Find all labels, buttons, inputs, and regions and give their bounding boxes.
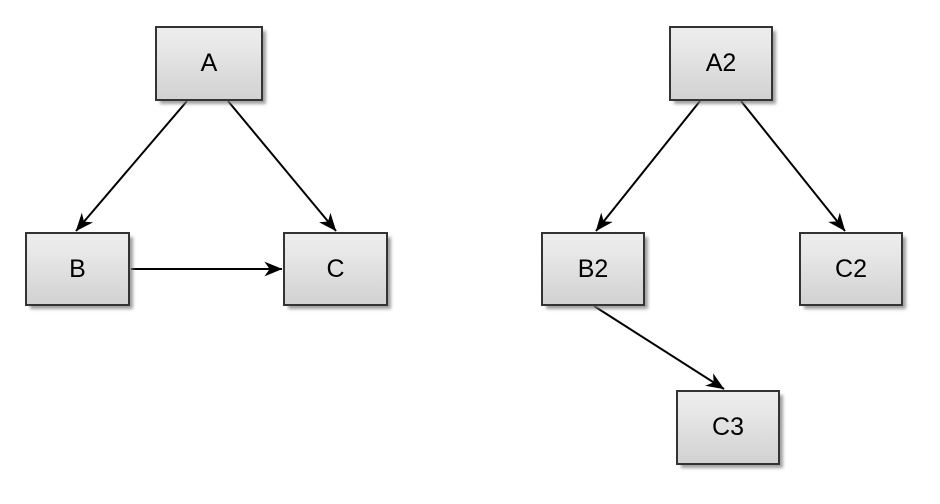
node-label: A xyxy=(200,49,218,77)
edge-a-c xyxy=(227,100,337,232)
edge-a-b xyxy=(75,100,188,232)
node-label: C xyxy=(326,254,345,283)
edge-a2-b2 xyxy=(595,100,701,232)
node-c2[interactable]: C2 xyxy=(799,232,903,306)
node-label: A2 xyxy=(705,49,737,77)
node-a[interactable]: A xyxy=(155,26,263,101)
node-a2[interactable]: A2 xyxy=(669,26,773,101)
node-c3[interactable]: C3 xyxy=(676,390,780,465)
node-b[interactable]: B xyxy=(25,232,130,306)
node-c[interactable]: C xyxy=(283,232,388,306)
node-label: B xyxy=(69,254,86,283)
edge-b2-c3 xyxy=(593,305,725,390)
node-label: B2 xyxy=(577,254,609,283)
edge-a2-c2 xyxy=(740,100,846,232)
node-label: C2 xyxy=(835,254,867,283)
node-b2[interactable]: B2 xyxy=(541,232,645,306)
node-label: C3 xyxy=(712,413,744,441)
